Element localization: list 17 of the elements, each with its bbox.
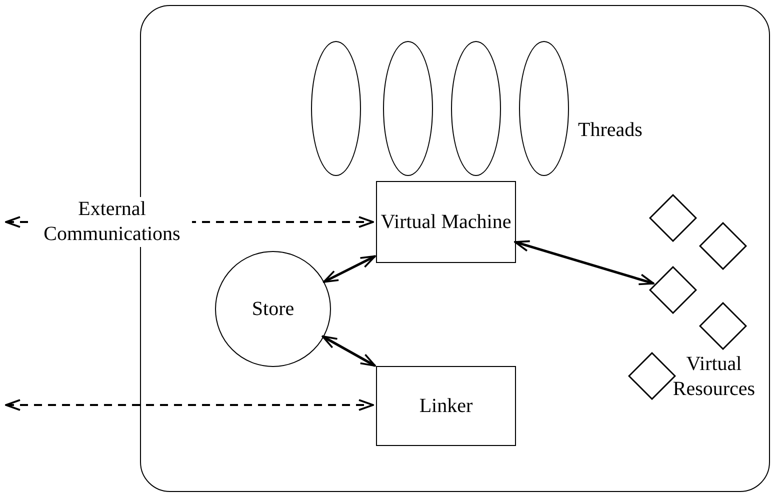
text-label: Virtual Resources xyxy=(672,352,756,402)
thread-ellipse xyxy=(383,41,433,176)
edge-label: External Communications xyxy=(32,197,192,247)
thread-ellipse xyxy=(451,41,501,176)
thread-ellipse xyxy=(519,41,569,176)
text-label: Threads xyxy=(578,118,644,143)
thread-ellipse xyxy=(311,41,361,176)
arrow xyxy=(5,399,374,411)
arrow xyxy=(514,240,654,286)
process-box xyxy=(376,181,516,263)
process-box xyxy=(376,366,516,446)
node-label: Virtual Machine xyxy=(380,210,512,234)
arrow xyxy=(322,335,376,367)
node-label: Linker xyxy=(419,394,473,418)
node-label: Store xyxy=(252,297,294,321)
store-circle xyxy=(215,251,331,367)
arrow xyxy=(322,255,376,284)
